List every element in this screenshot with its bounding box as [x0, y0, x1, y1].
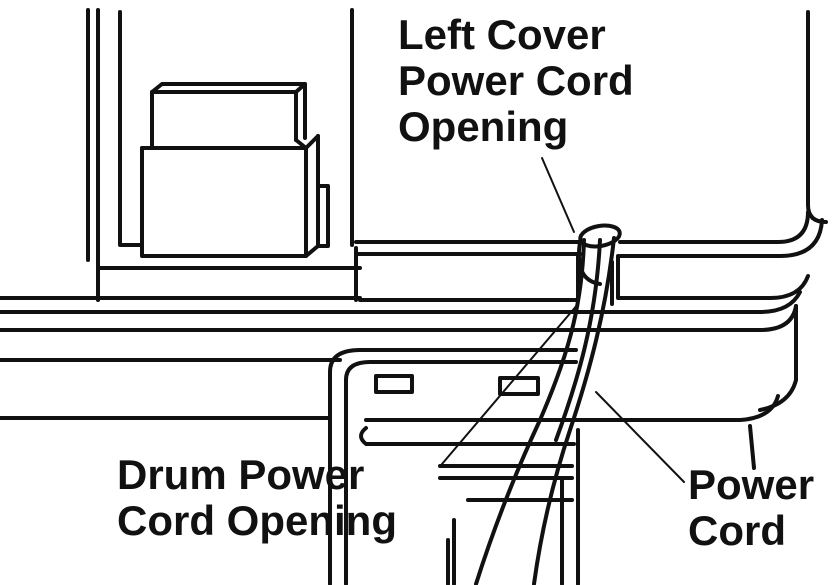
control-block: [140, 82, 330, 258]
label-line: Opening: [398, 103, 569, 150]
upper-housing: [0, 8, 828, 302]
drum-panel: [328, 348, 580, 585]
label-line: Drum Power: [117, 451, 365, 498]
leader-lines: [441, 157, 685, 483]
label-line: Left Cover: [398, 11, 606, 58]
power-cord: [474, 223, 622, 585]
label-line: Cord Opening: [117, 497, 397, 544]
label-drum-power-cord-opening: Drum Power Cord Opening: [117, 452, 397, 544]
label-line: Cord: [688, 507, 786, 554]
label-left-cover-power-cord-opening: Left Cover Power Cord Opening: [398, 12, 634, 150]
horizontal-rails: [0, 290, 802, 470]
left-cover-ledge: [354, 210, 824, 306]
label-line: Power: [688, 461, 815, 508]
label-line: Power Cord: [398, 57, 634, 104]
label-power-cord: Power Cord: [688, 462, 814, 554]
